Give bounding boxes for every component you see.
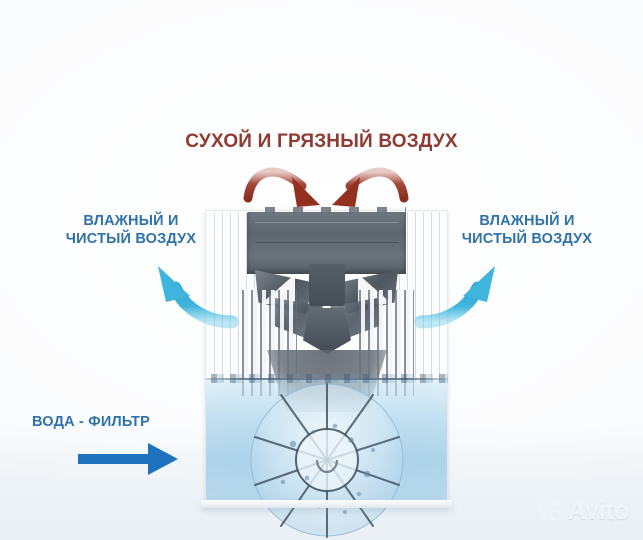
motor-housing — [247, 212, 406, 274]
water-surface-line — [205, 374, 448, 383]
avito-logo-icon — [538, 499, 562, 521]
avito-wordmark: Avito — [567, 495, 629, 525]
fan-blade-center — [303, 308, 351, 354]
device-base — [201, 500, 452, 508]
label-clean-air-right: ВЛАЖНЫЙ И ЧИСТЫЙ ВОЗДУХ — [461, 213, 593, 248]
fan-hub — [309, 264, 345, 306]
label-water-filter: ВОДА - ФИЛЬТР — [32, 414, 150, 430]
label-dry-dirty-air: СУХОЙ И ГРЯЗНЫЙ ВОЗДУХ — [185, 131, 458, 152]
avito-watermark: Avito — [537, 495, 629, 526]
motor-mount-tabs — [247, 207, 406, 215]
label-clean-air-left: ВЛАЖНЫЙ И ЧИСТЫЙ ВОЗДУХ — [65, 213, 197, 248]
water-filter-disc — [249, 383, 404, 538]
air-washer-device: venta — [201, 207, 452, 538]
